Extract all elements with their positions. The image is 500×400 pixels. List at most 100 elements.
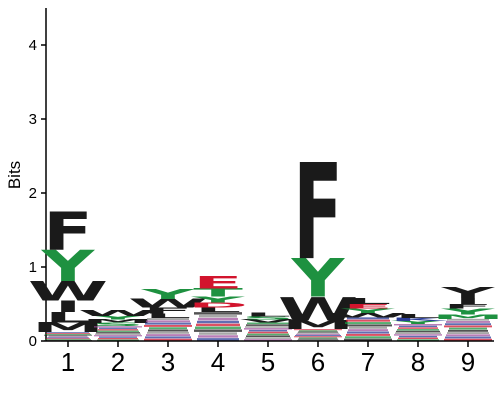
y-tick-label: 1 — [29, 259, 37, 276]
x-tick-label: 4 — [211, 347, 225, 377]
residual-letter-stripe — [349, 326, 387, 329]
logo-letter: D — [188, 301, 248, 309]
logo-letter: V — [240, 319, 296, 324]
residual-letter-stripe — [149, 327, 187, 330]
residual-letter-stripe — [397, 329, 439, 331]
y-tick-label: 2 — [29, 185, 37, 202]
residual-letter-stripe — [249, 329, 287, 332]
residual-letter-stripe — [49, 335, 87, 337]
residual-letter-stripe — [194, 312, 242, 315]
residual-letter-stripe — [344, 338, 392, 341]
residual-letter-stripe — [347, 331, 389, 334]
x-tick-label: 8 — [411, 347, 425, 377]
logo-letter: Y — [440, 284, 495, 302]
residual-letter-stripe — [445, 336, 491, 339]
logo-letter: W — [128, 297, 208, 311]
residual-letter-stripe — [146, 334, 190, 337]
residual-letter-stripe — [347, 317, 389, 320]
logo-letter: T — [193, 287, 243, 300]
residual-letter-stripe — [47, 332, 89, 333]
residual-letter-stripe — [46, 338, 90, 340]
residual-letter-stripe — [346, 319, 390, 322]
residual-letter-stripe — [247, 333, 289, 336]
residual-letter-stripe — [197, 338, 239, 341]
residual-letter-stripe — [145, 322, 191, 325]
x-tick-label: 9 — [461, 347, 475, 377]
residual-letter-stripe — [399, 325, 437, 328]
residual-letter-stripe — [196, 323, 240, 327]
logo-letter: Y — [40, 242, 95, 291]
stack-position-8: YKL — [390, 313, 449, 341]
residual-letter-stripe — [147, 331, 189, 334]
logo-letter: S — [242, 316, 294, 321]
logo-letter: L — [145, 313, 191, 320]
residual-letter-stripe — [97, 339, 139, 341]
residual-letter-stripe — [445, 323, 491, 326]
logo-letter: Y — [190, 295, 245, 304]
logo-letter: L — [45, 309, 91, 326]
y-axis-label: Bits — [5, 161, 24, 189]
residual-letter-stripe — [394, 334, 442, 336]
residual-letter-stripe — [294, 336, 342, 338]
logo-letter: S — [92, 322, 144, 327]
residual-letter-stripe — [394, 323, 442, 326]
y-tick-label: 3 — [29, 111, 37, 128]
residual-letter-stripe — [246, 335, 290, 338]
residual-letter-stripe — [97, 330, 139, 332]
residual-letter-stripe — [144, 324, 192, 327]
residual-letter-stripe — [44, 334, 92, 336]
logo-letter: F — [293, 137, 343, 291]
logo-letter: M — [432, 313, 500, 320]
residual-letter-stripe — [294, 329, 342, 331]
residual-letter-stripe — [199, 332, 237, 335]
residual-letter-stripe — [398, 337, 438, 340]
x-tick-label: 1 — [61, 347, 75, 377]
residual-letter-stripe — [199, 315, 237, 318]
residual-letter-stripe — [447, 318, 489, 321]
logo-letter: Y — [340, 307, 395, 314]
residual-letter-stripe — [94, 335, 142, 337]
logo-letter: E — [343, 303, 393, 310]
residual-letter-stripe — [245, 337, 291, 339]
y-tick-label: 0 — [29, 333, 37, 350]
residual-letter-stripe — [296, 333, 340, 335]
residual-letter-stripe — [396, 330, 440, 333]
residual-letter-stripe — [198, 335, 238, 338]
residual-letter-stripe — [344, 324, 392, 327]
residual-letter-stripe — [299, 330, 337, 332]
logo-letter: W — [78, 308, 158, 317]
residual-letter-stripe — [197, 320, 239, 324]
residual-letter-stripe — [98, 329, 138, 331]
logo-letter: I — [54, 297, 81, 316]
residual-letter-stripe — [297, 332, 339, 334]
residual-letter-stripe — [345, 336, 391, 339]
x-tick-label: 7 — [361, 347, 375, 377]
residual-letter-stripe — [194, 329, 242, 332]
residual-letter-stripe — [145, 336, 191, 339]
logo-letter: Y — [440, 307, 495, 316]
logo-letter: Y — [90, 315, 145, 321]
residual-letter-stripe — [47, 337, 89, 339]
residual-letter-stripe — [246, 324, 290, 326]
residual-letter-stripe — [444, 325, 492, 328]
x-tick-label: 3 — [161, 347, 175, 377]
residual-letter-stripe — [248, 331, 288, 334]
residual-letter-stripe — [48, 336, 88, 338]
x-tick-label: 6 — [311, 347, 325, 377]
residual-letter-stripe — [94, 326, 142, 328]
residual-letter-stripe — [345, 322, 391, 325]
residual-letter-stripe — [247, 322, 289, 325]
logo-letter: L — [345, 297, 391, 306]
residual-letter-stripe — [46, 333, 90, 334]
residual-letter-stripe — [446, 334, 490, 337]
residual-letter-stripe — [95, 333, 141, 335]
logo-letter: L — [245, 312, 291, 318]
logo-letter: M — [282, 318, 354, 332]
residual-letter-stripe — [98, 338, 138, 340]
logo-letter: Y — [291, 248, 346, 309]
logo-letter: F — [443, 303, 493, 310]
